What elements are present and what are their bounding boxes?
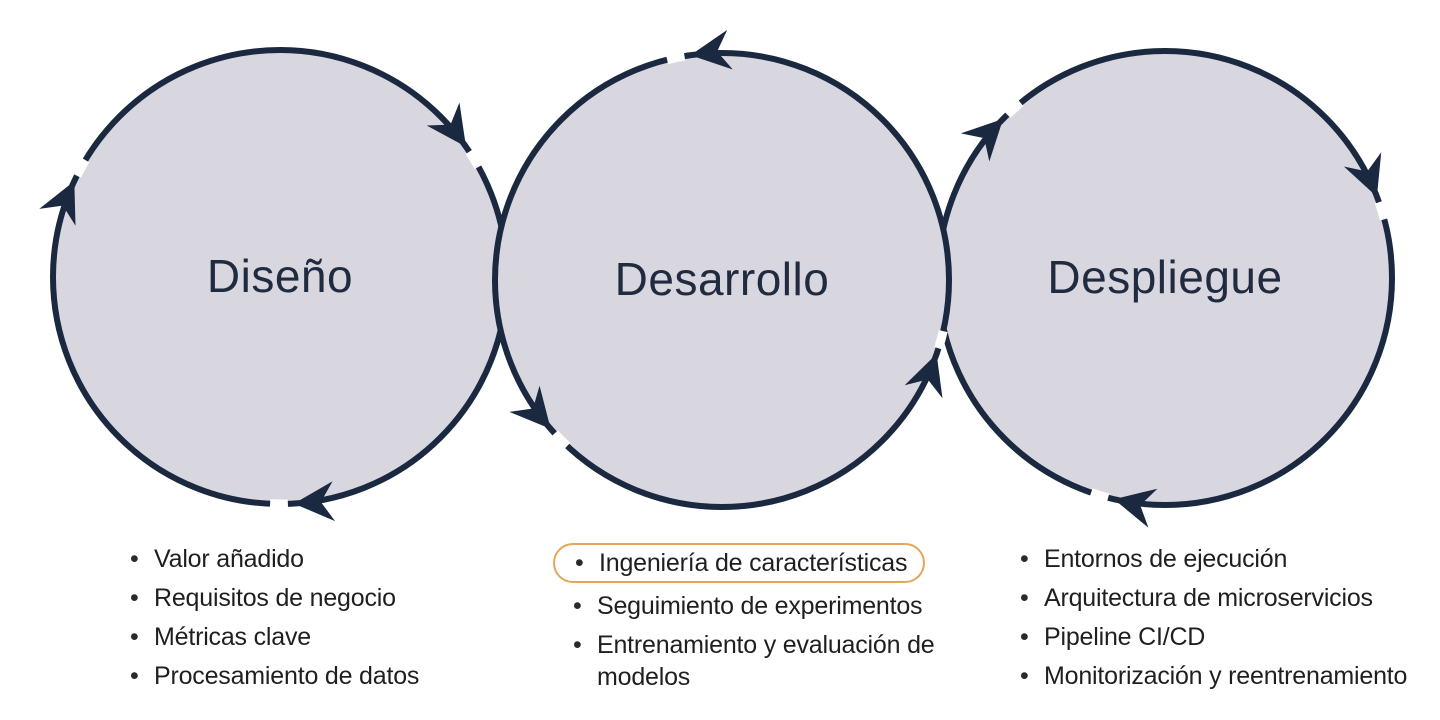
bullet-icon: • bbox=[1020, 545, 1029, 573]
bullet-icon: • bbox=[1020, 623, 1029, 651]
stage-list-desarrollo: • Ingeniería de características • Seguim… bbox=[553, 543, 965, 700]
list-item-label: Valor añadido bbox=[154, 545, 304, 573]
list-item: • Monitorización y reentrenamiento bbox=[1000, 660, 1440, 692]
list-item: • Entrenamiento y evaluación de modelos bbox=[553, 629, 965, 693]
list-item: • Arquitectura de microservicios bbox=[1000, 582, 1440, 614]
bullet-icon: • bbox=[575, 549, 584, 577]
cycle-arrow-icon bbox=[690, 29, 733, 70]
stage-title-diseno: Diseño bbox=[206, 250, 354, 302]
bullet-icon: • bbox=[1020, 662, 1029, 690]
list-item-label: Pipeline CI/CD bbox=[1044, 623, 1206, 651]
bullet-icon: • bbox=[130, 545, 139, 573]
list-item: • Requisitos de negocio bbox=[110, 582, 530, 614]
list-item: • Pipeline CI/CD bbox=[1000, 621, 1440, 653]
list-item-label: Monitorización y reentrenamiento bbox=[1044, 662, 1408, 690]
list-item-label: Arquitectura de microservicios bbox=[1044, 584, 1373, 612]
list-item-label: Seguimiento de experimentos bbox=[597, 592, 923, 620]
list-item-label: Requisitos de negocio bbox=[154, 584, 396, 612]
cycle-arrow-icon bbox=[293, 481, 336, 522]
list-item-label: Métricas clave bbox=[154, 623, 311, 651]
cycle-arrow-icon bbox=[904, 353, 943, 399]
arrow-gap bbox=[1374, 200, 1389, 221]
cycle-arrow-icon bbox=[509, 385, 551, 429]
arrow-gap bbox=[666, 51, 686, 65]
list-item: • Métricas clave bbox=[110, 621, 530, 653]
arrow-gap bbox=[934, 330, 948, 350]
circle-shape bbox=[492, 50, 952, 510]
list-item-label: Entornos de ejecución bbox=[1044, 545, 1288, 573]
arrow-gap bbox=[1004, 99, 1024, 118]
arrow-gap bbox=[465, 149, 483, 170]
list-item: • Procesamiento de datos bbox=[110, 660, 530, 692]
cycle-arrow-icon bbox=[1113, 488, 1158, 528]
list-item: • Entornos de ejecución bbox=[1000, 543, 1440, 575]
arrow-gap bbox=[72, 157, 90, 178]
cycle-arrow-icon bbox=[1343, 152, 1382, 197]
list-item-label: Entrenamiento y evaluación de modelos bbox=[597, 631, 935, 691]
list-item-label: Procesamiento de datos bbox=[154, 662, 420, 690]
list-item: • Seguimiento de experimentos bbox=[553, 590, 965, 622]
list-item-label: Ingeniería de características bbox=[599, 549, 908, 577]
stage-list-diseno: • Valor añadido • Requisitos de negocio … bbox=[110, 543, 530, 699]
arrow-gap bbox=[551, 430, 571, 450]
bullet-icon: • bbox=[130, 584, 139, 612]
stage-title-desarrollo: Desarrollo bbox=[614, 253, 830, 305]
bullet-icon: • bbox=[130, 623, 139, 651]
bullet-icon: • bbox=[1020, 584, 1029, 612]
cycle-arrow-icon bbox=[960, 118, 1004, 162]
arrow-gap bbox=[1089, 488, 1110, 503]
list-item-highlighted: • Ingeniería de características bbox=[553, 543, 926, 583]
bullet-icon: • bbox=[573, 592, 582, 620]
bullet-icon: • bbox=[573, 631, 582, 659]
stage-title-despliegue: Despliegue bbox=[1047, 251, 1283, 303]
list-item: • Valor añadido bbox=[110, 543, 530, 575]
cycle-arrow-icon bbox=[39, 181, 76, 226]
cycle-arrow-icon bbox=[426, 102, 466, 147]
stage-list-despliegue: • Entornos de ejecución • Arquitectura d… bbox=[1000, 543, 1440, 699]
bullet-icon: • bbox=[130, 662, 139, 690]
cycle-circle-desarrollo bbox=[492, 29, 952, 510]
